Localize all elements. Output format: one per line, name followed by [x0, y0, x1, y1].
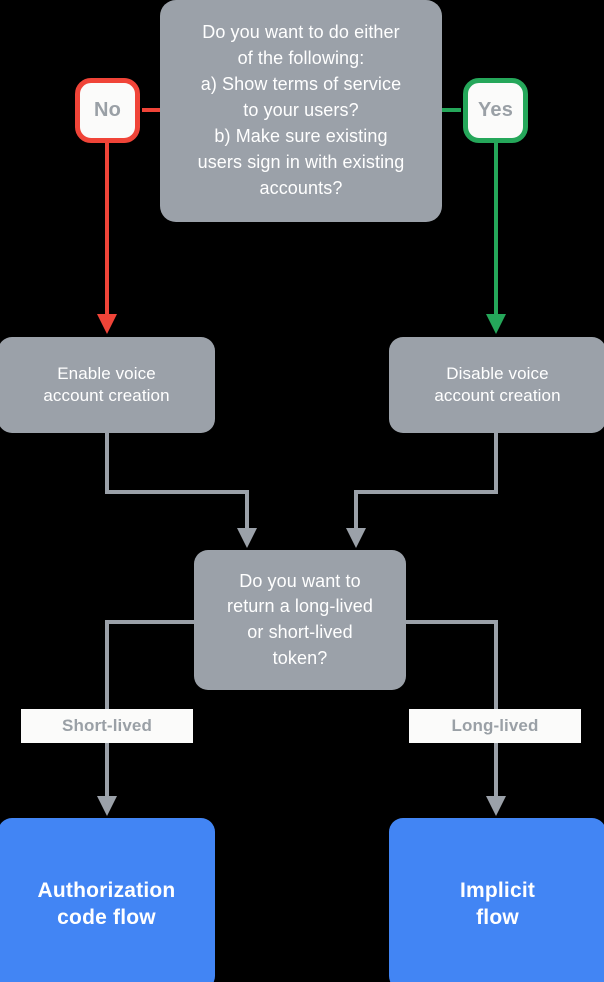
disable-voice-line-2: account creation	[434, 386, 561, 405]
node-disable-voice-text: Disable voice account creation	[434, 363, 560, 408]
top-question-line-4: to your users?	[243, 100, 359, 121]
choice-yes-label: Yes	[477, 99, 514, 121]
enable-voice-line-1: Enable voice	[57, 363, 156, 383]
edge-label-short-lived: Short-lived	[21, 709, 193, 743]
node-enable-voice-text: Enable voice account creation	[43, 363, 169, 408]
edge-token-question-to-authorization-code-flow	[97, 620, 195, 816]
choice-yes-button[interactable]: Yes	[463, 78, 528, 143]
node-authorization-code-flow[interactable]: Authorization code flow	[0, 818, 215, 982]
edge-label-long-lived-text: Long-lived	[451, 716, 539, 735]
edge-label-long-lived: Long-lived	[409, 709, 581, 743]
top-question-line-2: of the following:	[237, 48, 365, 69]
choice-no-button[interactable]: No	[75, 78, 140, 143]
edge-enable-voice-to-token-question	[105, 432, 257, 548]
edge-disable-voice-to-token-question	[346, 432, 498, 548]
token-question-line-2: return a long-lived	[227, 596, 373, 617]
node-disable-voice-account-creation[interactable]: Disable voice account creation	[389, 337, 604, 433]
authorization-code-flow-line-1: Authorization	[37, 878, 176, 902]
node-implicit-flow-text: Implicit flow	[460, 877, 535, 932]
enable-voice-line-2: account creation	[43, 386, 170, 405]
token-question-line-4: token?	[272, 647, 328, 668]
node-enable-voice-account-creation[interactable]: Enable voice account creation	[0, 337, 215, 433]
edge-token-question-to-implicit-flow	[406, 620, 506, 816]
top-question-line-6: users sign in with existing	[197, 151, 405, 172]
edge-label-short-lived-text: Short-lived	[62, 716, 152, 735]
implicit-flow-line-2: flow	[476, 906, 519, 929]
node-token-question-text: Do you want to return a long-lived or sh…	[227, 569, 373, 671]
token-question-line-3: or short-lived	[247, 622, 353, 642]
top-question-line-7: accounts?	[259, 177, 343, 198]
node-token-question[interactable]: Do you want to return a long-lived or sh…	[194, 550, 406, 690]
top-question-line-5: b) Make sure existing	[214, 125, 388, 146]
authorization-code-flow-line-2: code flow	[57, 906, 156, 929]
choice-no-label: No	[93, 99, 122, 121]
token-question-line-1: Do you want to	[239, 570, 361, 591]
top-question-line-3: a) Show terms of service	[200, 74, 402, 95]
node-authorization-code-flow-text: Authorization code flow	[38, 877, 176, 932]
disable-voice-line-1: Disable voice	[446, 363, 549, 383]
node-implicit-flow[interactable]: Implicit flow	[389, 818, 604, 982]
implicit-flow-line-1: Implicit	[459, 878, 536, 902]
top-question-line-1: Do you want to do either	[202, 22, 400, 43]
node-top-question-text: Do you want to do either of the followin…	[198, 20, 405, 201]
node-top-question[interactable]: Do you want to do either of the followin…	[160, 0, 442, 222]
